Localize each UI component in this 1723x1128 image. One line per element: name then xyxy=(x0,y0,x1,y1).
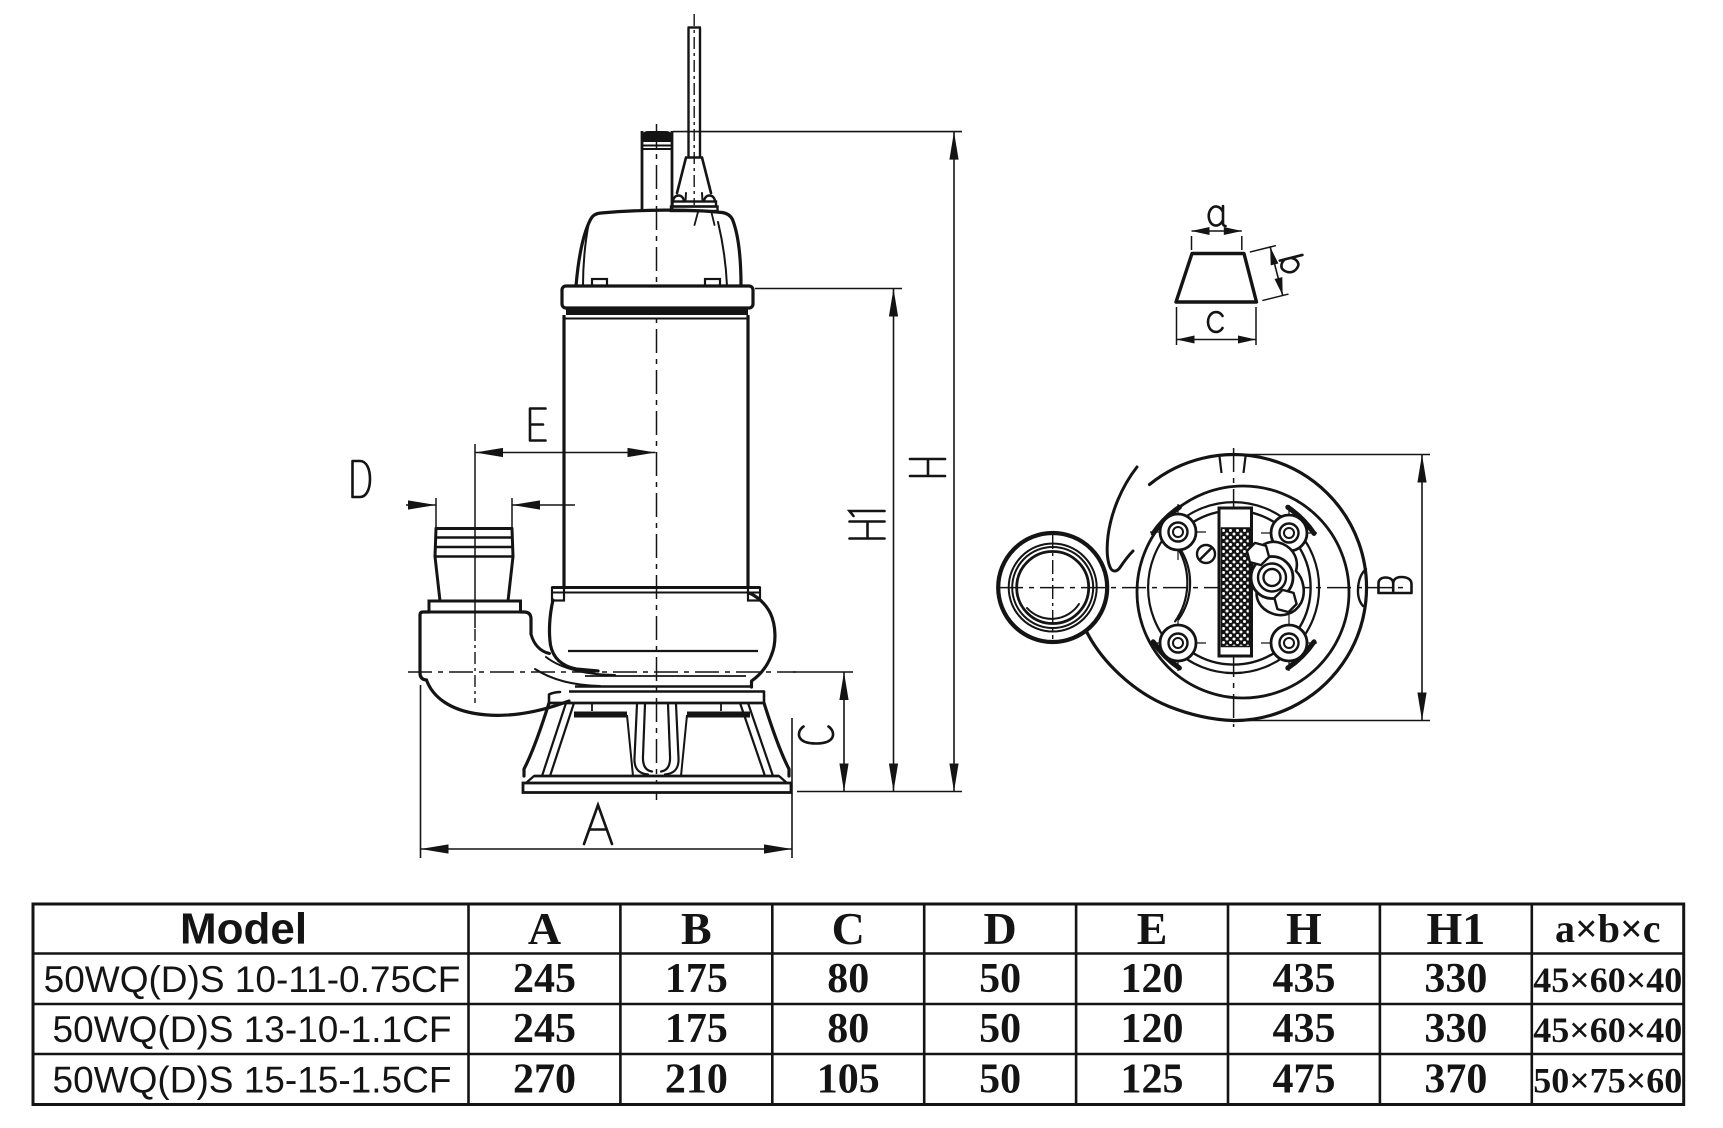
svg-text:A: A xyxy=(528,903,561,954)
svg-text:475: 475 xyxy=(1272,1056,1335,1102)
svg-text:B: B xyxy=(681,903,712,954)
svg-text:330: 330 xyxy=(1424,1006,1487,1052)
svg-text:50: 50 xyxy=(979,1056,1021,1102)
svg-text:245: 245 xyxy=(513,956,576,1002)
svg-text:50: 50 xyxy=(979,956,1021,1002)
svg-text:245: 245 xyxy=(513,1006,576,1052)
svg-text:45×60×40: 45×60×40 xyxy=(1533,1010,1682,1050)
svg-text:120: 120 xyxy=(1121,956,1184,1002)
svg-text:a×b×c: a×b×c xyxy=(1555,906,1661,951)
svg-text:105: 105 xyxy=(817,1056,880,1102)
svg-text:D: D xyxy=(984,903,1017,954)
svg-text:H: H xyxy=(1286,903,1322,954)
svg-text:270: 270 xyxy=(513,1056,576,1102)
svg-text:Model: Model xyxy=(180,905,307,954)
svg-text:H1: H1 xyxy=(1426,903,1485,954)
svg-text:50WQ(D)S 15-15-1.5CF: 50WQ(D)S 15-15-1.5CF xyxy=(53,1059,452,1100)
svg-text:E: E xyxy=(1137,903,1168,954)
svg-text:435: 435 xyxy=(1272,956,1335,1002)
svg-text:330: 330 xyxy=(1424,956,1487,1002)
svg-text:120: 120 xyxy=(1121,1006,1184,1052)
svg-text:175: 175 xyxy=(665,1006,728,1052)
svg-text:50×75×60: 50×75×60 xyxy=(1533,1060,1682,1100)
svg-text:50WQ(D)S 13-10-1.1CF: 50WQ(D)S 13-10-1.1CF xyxy=(53,1009,452,1050)
svg-text:80: 80 xyxy=(827,956,869,1002)
svg-text:435: 435 xyxy=(1272,1006,1335,1052)
svg-text:50WQ(D)S 10-11-0.75CF: 50WQ(D)S 10-11-0.75CF xyxy=(44,959,461,1000)
svg-text:C: C xyxy=(832,903,865,954)
svg-text:175: 175 xyxy=(665,956,728,1002)
svg-text:370: 370 xyxy=(1424,1056,1487,1102)
svg-text:45×60×40: 45×60×40 xyxy=(1533,960,1682,1000)
svg-text:50: 50 xyxy=(979,1006,1021,1052)
svg-text:125: 125 xyxy=(1121,1056,1184,1102)
svg-text:210: 210 xyxy=(665,1056,728,1102)
svg-text:80: 80 xyxy=(827,1006,869,1052)
